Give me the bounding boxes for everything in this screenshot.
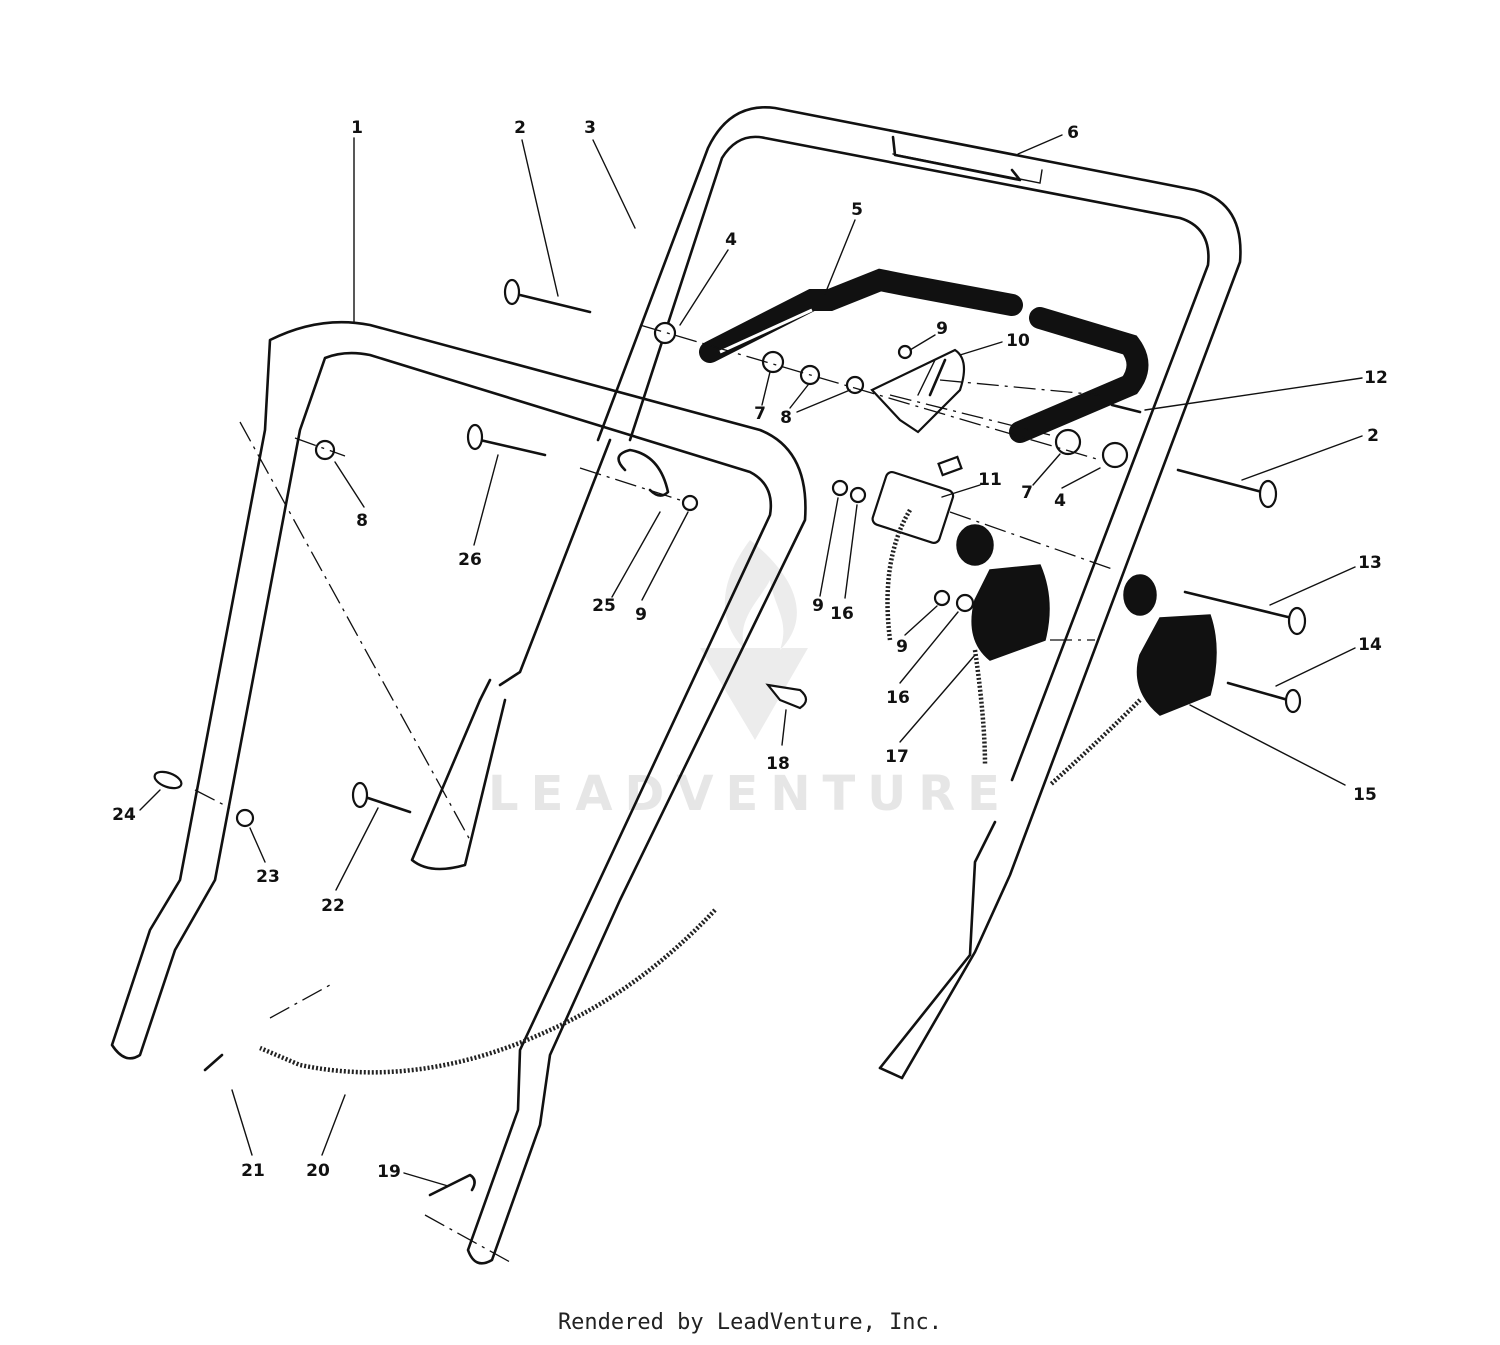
callout-labels: 1 2 3 6 5 4 9 10 12 2 7 8 8 7 4 11 26 25… bbox=[112, 118, 1388, 1182]
control-bar bbox=[699, 268, 1149, 443]
callout-20: 20 bbox=[306, 1161, 330, 1181]
callout-9d: 9 bbox=[896, 637, 908, 657]
callout-8a: 8 bbox=[780, 408, 792, 428]
cables bbox=[259, 508, 1142, 1075]
callout-12: 12 bbox=[1364, 368, 1388, 388]
callout-23: 23 bbox=[256, 867, 280, 887]
callout-7b: 7 bbox=[1021, 483, 1033, 503]
switch-box-11 bbox=[871, 470, 955, 544]
callout-9c: 9 bbox=[812, 596, 824, 616]
callout-26: 26 bbox=[458, 550, 482, 570]
control-17 bbox=[956, 524, 1050, 661]
callout-8b: 8 bbox=[356, 511, 368, 531]
callout-25: 25 bbox=[592, 596, 616, 616]
callout-2a: 2 bbox=[514, 118, 526, 138]
callout-7a: 7 bbox=[754, 404, 766, 424]
callout-9b: 9 bbox=[635, 605, 647, 625]
upper-handle bbox=[596, 106, 1242, 1080]
callout-11: 11 bbox=[978, 470, 1002, 490]
leader-lines bbox=[139, 134, 1363, 1187]
callout-1: 1 bbox=[351, 118, 363, 138]
callout-4a: 4 bbox=[725, 230, 737, 250]
bracket-10 bbox=[870, 348, 966, 434]
callout-16a: 16 bbox=[830, 604, 854, 624]
center-lines bbox=[194, 324, 1116, 1263]
watermark-logo-icon bbox=[700, 540, 808, 740]
callout-19: 19 bbox=[377, 1162, 401, 1182]
callout-13: 13 bbox=[1358, 553, 1382, 573]
callout-21: 21 bbox=[241, 1161, 265, 1181]
callout-16b: 16 bbox=[886, 688, 910, 708]
callout-22: 22 bbox=[321, 896, 345, 916]
callout-14: 14 bbox=[1358, 635, 1382, 655]
bolts bbox=[203, 278, 1307, 1072]
callout-4b: 4 bbox=[1054, 491, 1066, 511]
callout-3: 3 bbox=[584, 118, 596, 138]
control-15 bbox=[1123, 574, 1217, 716]
callout-9a: 9 bbox=[936, 319, 948, 339]
callout-15: 15 bbox=[1353, 785, 1377, 805]
callout-6: 6 bbox=[1067, 123, 1079, 143]
callout-5: 5 bbox=[851, 200, 863, 220]
hardware bbox=[153, 321, 1129, 1197]
callout-18: 18 bbox=[766, 754, 790, 774]
watermark-text: LEADVENTURE bbox=[488, 766, 1012, 822]
callout-2b: 2 bbox=[1367, 426, 1379, 446]
callout-17: 17 bbox=[885, 747, 909, 767]
callout-10: 10 bbox=[1006, 331, 1030, 351]
footer-credit: Rendered by LeadVenture, Inc. bbox=[557, 1310, 943, 1335]
watermark: LEADVENTURE bbox=[488, 540, 1012, 822]
lower-handle bbox=[110, 320, 807, 1265]
callout-24: 24 bbox=[112, 805, 136, 825]
